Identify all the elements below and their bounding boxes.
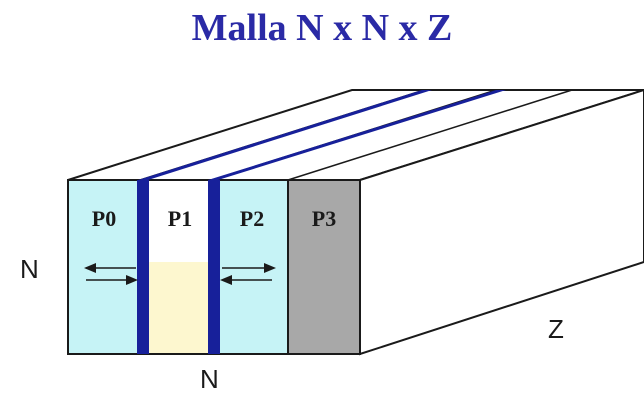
partition-label-p2: P2 <box>240 206 264 231</box>
exchange-arrows-left <box>84 263 138 285</box>
partition-label-p1: P1 <box>168 206 192 231</box>
axis-label-depth: Z <box>548 314 564 344</box>
axis-label-bottom: N <box>200 364 219 394</box>
blue-bar-top-2 <box>208 90 506 180</box>
partition-label-p0: P0 <box>92 206 116 231</box>
partition-p0 <box>67 179 141 355</box>
partition-p3 <box>287 179 361 355</box>
axis-label-left: N <box>20 254 39 284</box>
partition-p1-top <box>140 180 212 262</box>
partition-label-p3: P3 <box>312 206 336 231</box>
exchange-arrows-right <box>220 263 276 285</box>
top-depth-line <box>287 89 573 181</box>
partition-p1 <box>140 262 212 354</box>
blue-bar-front-2 <box>208 180 220 354</box>
blue-bar-top-1 <box>138 90 432 180</box>
blue-bar-front-1 <box>137 180 149 354</box>
diagram-title: Malla N x N x Z <box>191 7 453 49</box>
